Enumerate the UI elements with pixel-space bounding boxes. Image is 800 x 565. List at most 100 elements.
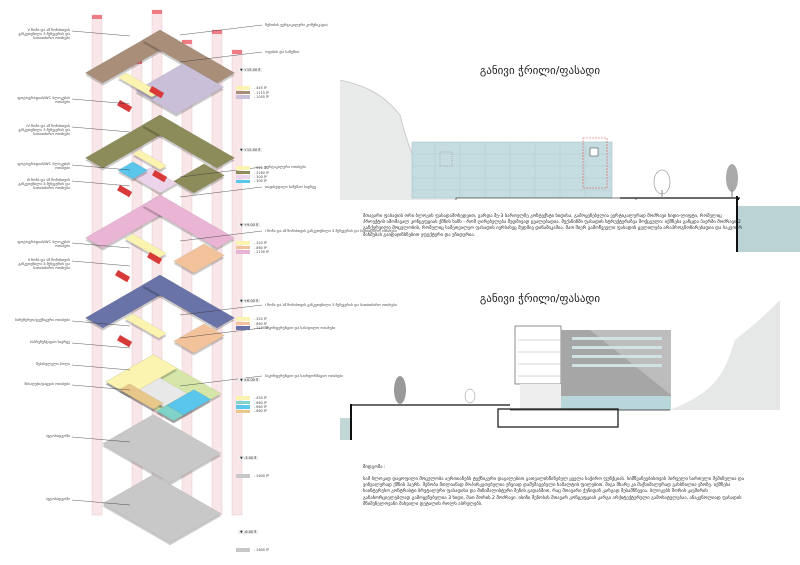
label-left: IV ზონა და ამ ზონისთვის განკუთვნილი 3 მე… — [18, 124, 70, 137]
area-legend: - 2600 მ² — [236, 548, 269, 552]
legend-entry: - 2600 მ² — [236, 548, 269, 552]
legend-swatch — [236, 409, 250, 414]
legend-entry: - 660 მ² — [236, 409, 267, 413]
legend-value: - 320 მ² — [254, 317, 267, 322]
leader-line — [179, 186, 263, 198]
approach-heading: მიდგომა : — [363, 465, 386, 470]
legend-entry: - 2190 მ² — [236, 326, 269, 330]
legend-value: - 320 მ² — [254, 241, 267, 246]
floor-plate — [141, 274, 236, 329]
floor-plate — [124, 313, 168, 339]
level-marker: ▼ +9.00 მ — [238, 223, 260, 227]
stair-core — [148, 86, 165, 99]
legend-value: - 455 მ² — [254, 396, 267, 401]
legend-swatch — [236, 400, 250, 405]
label-right: ოფისის და სამუშაო — [265, 50, 300, 54]
legend-entry: - 2190 მ² — [236, 250, 269, 254]
stair-core — [117, 185, 133, 198]
legend-swatch — [236, 179, 250, 184]
label-right: I ზონა და ამ ზონისთვის განკუთვნილი 3 მენ… — [265, 303, 397, 307]
label-left: საპრეზენტაციო სივრცე — [29, 340, 70, 344]
legend-swatch — [236, 548, 250, 552]
level-marker: ▼ ±0.00 მ — [238, 378, 260, 382]
label-left: ავტოსადგომი — [45, 497, 70, 501]
legend-swatch — [236, 90, 250, 95]
leader-line — [179, 24, 263, 36]
legend-entry: - 320 მ² — [236, 241, 269, 245]
label-left: მისაღები/დაცვის ოთახები — [24, 382, 70, 386]
label-left: შესასვლელი ჰოლი — [36, 362, 70, 366]
legend-value: - 860 მ² — [254, 321, 267, 326]
cross-section-1-drawing — [340, 80, 740, 200]
level-marker: ▼ -3.00 მ — [238, 456, 259, 460]
leader-line — [71, 384, 131, 391]
level-marker: ▼ -6.00 მ — [238, 530, 259, 534]
section-1-description: მთავარი ფასადის ორი ბლოკის ფასადამოხედვი… — [363, 214, 742, 238]
area-legend: - 445 მ²- 1115 მ²- 1055 მ² — [236, 86, 269, 99]
floor-plate — [105, 354, 178, 396]
column-cap — [182, 40, 192, 44]
leader-line — [71, 436, 131, 443]
level-marker: ▼ +6.00 მ — [238, 299, 260, 303]
leader-line — [71, 180, 131, 187]
leader-line — [179, 51, 263, 63]
legend-entry: - 1115 მ² — [236, 90, 269, 95]
floor-plate — [173, 243, 225, 274]
level-marker: ▼ +12.00 მ — [238, 148, 263, 152]
legend-value: - 660 მ² — [254, 404, 267, 409]
floor-plate — [132, 149, 168, 170]
legend-swatch — [236, 241, 250, 245]
leader-line — [71, 342, 131, 349]
column-cap — [92, 15, 102, 19]
legend-value: - 660 მ² — [254, 400, 267, 405]
leader-line — [71, 242, 131, 249]
stair-core — [115, 270, 131, 283]
legend-swatch — [236, 86, 250, 90]
label-left: ფოტოგრაფიის/WC ბლოკების ოთახები — [17, 96, 71, 105]
approach-description: სამ ბლოკად დაყოფილი მოცულობა აერთიანებს … — [363, 477, 745, 507]
stair-core — [151, 170, 168, 183]
legend-swatch — [236, 405, 250, 409]
legend-swatch — [236, 245, 250, 250]
column — [211, 29, 223, 516]
legend-value: - 445 მ² — [254, 86, 267, 91]
legend-entry: - 1055 მ² — [236, 95, 269, 99]
axonometric-floor-diagram — [71, 9, 263, 546]
legend-value: - 2600 მ² — [254, 474, 270, 479]
legend-entry: - 445 მ² — [236, 86, 269, 90]
legend-entry: - 455 მ² — [236, 396, 267, 400]
legend-value: - 2190 მ² — [254, 249, 270, 254]
legend-entry: - 860 მ² — [236, 321, 269, 326]
stair-core — [117, 100, 133, 113]
legend-value: - 520 მ² — [254, 166, 267, 171]
level-marker: ▼ +15.00 მ — [238, 68, 263, 72]
label-left: II ზონა და ამ ზონისთვის განკუთვნილი 3 მე… — [18, 258, 70, 271]
legend-swatch — [236, 95, 250, 99]
legend-entry: - 2260 მ² — [236, 170, 269, 175]
leader-line — [71, 164, 131, 171]
legend-swatch — [236, 175, 250, 179]
column-cap — [212, 30, 222, 34]
legend-entry: - 660 მ² — [236, 405, 267, 409]
label-left: სარეზერვო/ტექნიკური ოთახები — [14, 318, 70, 322]
legend-swatch — [236, 474, 250, 478]
column-cap — [152, 10, 162, 14]
legend-swatch — [236, 321, 250, 326]
legend-value: - 2600 მ² — [254, 548, 270, 553]
floor-plate — [101, 474, 222, 543]
leader-line — [71, 364, 131, 371]
legend-value: - 660 მ² — [254, 409, 267, 414]
area-legend: - 455 მ²- 660 მ²- 660 მ²- 660 მ² — [236, 396, 267, 414]
leader-line — [71, 98, 131, 105]
column — [91, 14, 103, 516]
legend-value: - 300 მ² — [254, 174, 267, 179]
section-title-1: განივი ჭრილი/ფასადი — [479, 64, 601, 77]
label-right: საკონფერენციო და საინფორმაციო ოთახები — [265, 374, 344, 378]
area-legend: - 2600 მ² — [236, 474, 269, 478]
leader-line — [179, 230, 263, 242]
legend-entry: - 300 მ² — [236, 175, 269, 179]
label-right: თავისუფალი სამუშაო სივრცე — [265, 185, 317, 189]
label-right: საკონფერენციო და სასადილო ოთახები — [265, 326, 336, 330]
legend-value: - 300 მ² — [254, 179, 267, 184]
leader-line — [71, 30, 131, 37]
